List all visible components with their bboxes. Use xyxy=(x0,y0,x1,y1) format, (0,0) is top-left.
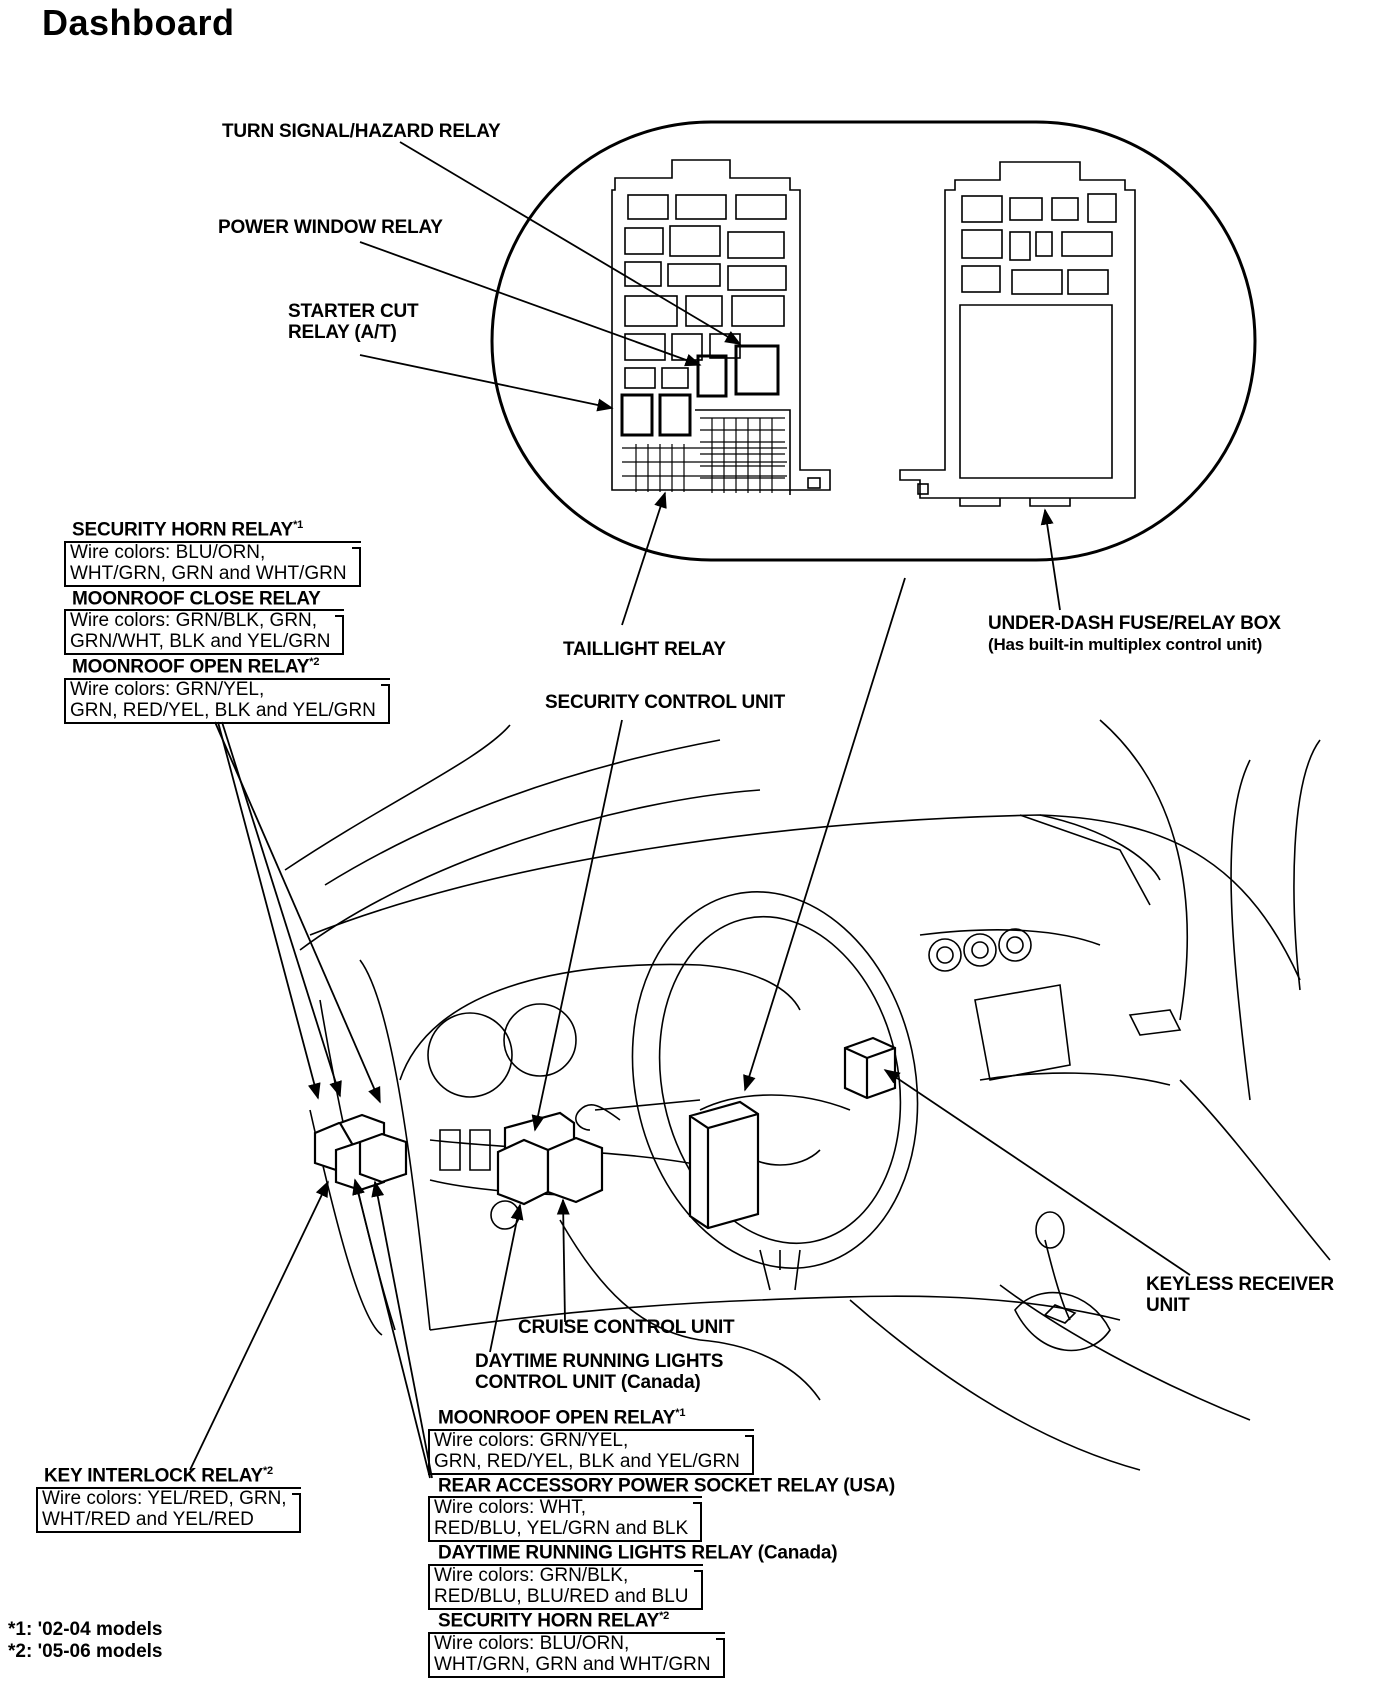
moonroof-open-relay-2-label: MOONROOF OPEN RELAY*1 xyxy=(438,1407,686,1429)
footnote-2: *2: '05-06 models xyxy=(8,1641,163,1662)
key-interlock-relay-wires: Wire colors: YEL/RED, GRN,WHT/RED and YE… xyxy=(36,1486,301,1533)
dashboard-sketch xyxy=(284,719,1331,1471)
under-dash-fuse-box-label: UNDER-DASH FUSE/RELAY BOX xyxy=(988,613,1281,634)
keyless-receiver-label-2: UNIT xyxy=(1146,1295,1190,1316)
security-horn-relay-wires: Wire colors: BLU/ORN,WHT/GRN, GRN and WH… xyxy=(64,540,361,587)
page-title: Dashboard xyxy=(42,2,235,43)
moonroof-open-relay-2-wires: Wire colors: GRN/YEL,GRN, RED/YEL, BLK a… xyxy=(428,1428,754,1475)
left-fuse-box-icon xyxy=(611,159,831,495)
key-interlock-relay-label: KEY INTERLOCK RELAY*2 xyxy=(44,1465,273,1487)
relay-cluster-left-icon xyxy=(313,1113,408,1192)
keyless-receiver-icon xyxy=(843,1036,897,1100)
drl-control-unit-label-1: DAYTIME RUNNING LIGHTS xyxy=(475,1351,724,1372)
security-control-unit-label: SECURITY CONTROL UNIT xyxy=(545,692,785,713)
dash-fuse-box-icon xyxy=(688,1100,760,1230)
drl-control-unit-label-2: CONTROL UNIT (Canada) xyxy=(475,1372,701,1393)
starter-cut-relay-label-1: STARTER CUT xyxy=(288,301,419,322)
right-fuse-box-icon xyxy=(899,161,1136,507)
cruise-control-unit-label: CRUISE CONTROL UNIT xyxy=(518,1317,735,1338)
bottom-relay-group: MOONROOF OPEN RELAY*1 Wire colors: GRN/Y… xyxy=(428,1407,896,1678)
drl-relay-wires: Wire colors: GRN/BLK,RED/BLU, BLU/RED an… xyxy=(428,1564,703,1610)
turn-signal-hazard-relay-label: TURN SIGNAL/HAZARD RELAY xyxy=(222,121,501,142)
leader-lines xyxy=(189,141,1191,1479)
rear-accessory-socket-relay-wires: Wire colors: WHT,RED/BLU, YEL/GRN and BL… xyxy=(428,1496,703,1543)
keyless-receiver-label-1: KEYLESS RECEIVER xyxy=(1146,1274,1334,1295)
moonroof-close-relay-label: MOONROOF CLOSE RELAY xyxy=(72,587,321,609)
relay-box-callout-oval xyxy=(490,120,1257,562)
security-horn-relay-2-label: SECURITY HORN RELAY*2 xyxy=(438,1609,670,1632)
drl-relay-label: DAYTIME RUNNING LIGHTS RELAY (Canada) xyxy=(438,1542,838,1564)
moonroof-open-relay-wires: Wire colors: GRN/YEL,GRN, RED/YEL, BLK a… xyxy=(64,678,390,724)
key-interlock-relay-group: KEY INTERLOCK RELAY*2 Wire colors: YEL/R… xyxy=(36,1465,301,1533)
moonroof-open-relay-label: MOONROOF OPEN RELAY*2 xyxy=(72,656,320,678)
left-relay-group: SECURITY HORN RELAY*1 Wire colors: BLU/O… xyxy=(64,519,390,724)
under-dash-fuse-box-sublabel: (Has built-in multiplex control unit) xyxy=(988,635,1263,654)
footnote-1: *1: '02-04 models xyxy=(8,1619,163,1640)
security-cruise-units-icon xyxy=(496,1111,604,1206)
starter-cut-relay-label-2: RELAY (A/T) xyxy=(288,322,397,343)
security-horn-relay-2-wires: Wire colors: BLU/ORN,WHT/GRN, GRN and WH… xyxy=(428,1631,725,1678)
taillight-relay-label: TAILLIGHT RELAY xyxy=(563,639,726,660)
moonroof-close-relay-wires: Wire colors: GRN/BLK, GRN,GRN/WHT, BLK a… xyxy=(64,609,345,656)
rear-accessory-socket-relay-label: REAR ACCESSORY POWER SOCKET RELAY (USA) xyxy=(438,1474,896,1496)
security-horn-relay-label: SECURITY HORN RELAY*1 xyxy=(72,519,304,541)
power-window-relay-label: POWER WINDOW RELAY xyxy=(218,217,443,238)
